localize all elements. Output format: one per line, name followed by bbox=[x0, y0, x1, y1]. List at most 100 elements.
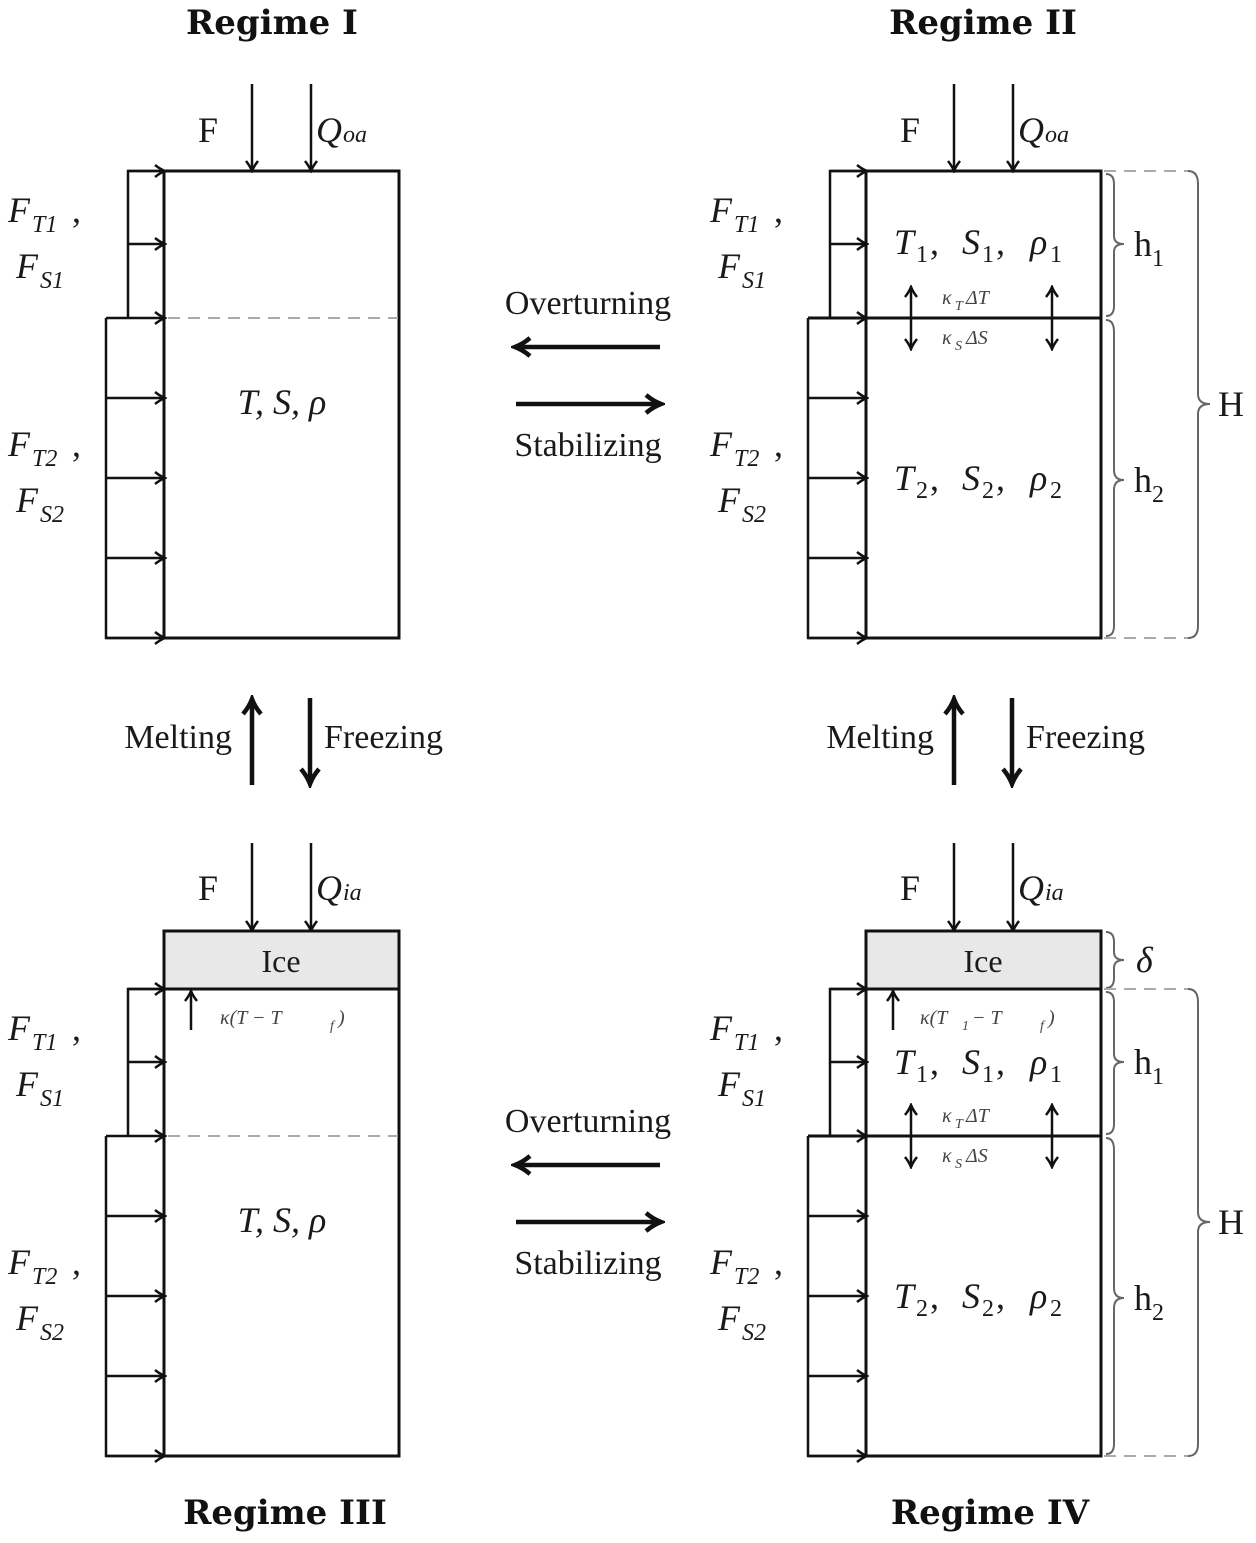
ice-label: Ice bbox=[261, 943, 300, 979]
inflow-label-part: F bbox=[717, 1064, 741, 1104]
inflow-label-part: S1 bbox=[40, 1086, 64, 1112]
freshwater-flux-label: F bbox=[900, 868, 920, 908]
inflow-label-part: F bbox=[717, 480, 741, 520]
state-part: 1 bbox=[1050, 242, 1062, 268]
state-part: 1 bbox=[916, 1062, 928, 1088]
state-part: ρ bbox=[1029, 222, 1047, 262]
inflow-label-part: F bbox=[709, 190, 733, 230]
total-depth-brace bbox=[1187, 988, 1211, 1457]
upper-layer-state: T 1 , S 1 , ρ 1 bbox=[894, 222, 1062, 268]
inflow-label-part: F bbox=[7, 424, 31, 464]
freshwater-flux-label: F bbox=[198, 110, 218, 150]
inflow-label-part: , bbox=[774, 424, 783, 464]
inflow-label-part: F bbox=[7, 190, 31, 230]
mixing-part: κ bbox=[942, 287, 952, 309]
lower-inflow-label: F T2 , F S2 bbox=[709, 1242, 783, 1346]
state-separator: , bbox=[996, 458, 1005, 498]
state-part: 2 bbox=[916, 478, 928, 504]
regime-3-title: Regime III bbox=[183, 1493, 387, 1533]
h2-brace bbox=[1105, 319, 1125, 637]
inflow-label-part: F bbox=[709, 1242, 733, 1282]
regime-2-panel: Regime II F Q oa F T1 , F S1 F T2 , bbox=[709, 3, 1244, 638]
inflow-label-part: F bbox=[15, 1298, 39, 1338]
heat-flux-sub: oa bbox=[1045, 122, 1069, 148]
transition-top: Overturning Stabilizing bbox=[505, 285, 671, 464]
mixing-part: ΔS bbox=[965, 327, 988, 349]
inflow-label-part: , bbox=[774, 1242, 783, 1282]
transition-right: Melting Freezing bbox=[826, 698, 1145, 785]
state-part: 1 bbox=[1050, 1062, 1062, 1088]
mixing-salt-label: κ S ΔS bbox=[942, 327, 988, 354]
transition-left: Melting Freezing bbox=[124, 698, 443, 785]
overturning-label: Overturning bbox=[505, 285, 671, 322]
mixing-part: S bbox=[955, 339, 962, 354]
state-part: 1 bbox=[982, 242, 994, 268]
inflow-label-part: F bbox=[709, 1008, 733, 1048]
ice-flux-part: f bbox=[1040, 1019, 1046, 1034]
inflow-label-part: , bbox=[72, 1242, 81, 1282]
mixing-salt-label: κ S ΔS bbox=[942, 1145, 988, 1172]
state-part: T bbox=[894, 1276, 917, 1316]
lower-layer-state: T 2 , S 2 , ρ 2 bbox=[894, 458, 1062, 504]
heat-flux-main: Q bbox=[1018, 110, 1044, 150]
h1-label: h 1 bbox=[1134, 224, 1164, 272]
heat-flux-main: Q bbox=[1018, 868, 1044, 908]
state-separator: , bbox=[996, 1276, 1005, 1316]
state-part: ρ bbox=[1029, 458, 1047, 498]
inflow-label-part: T2 bbox=[734, 1264, 759, 1290]
brace-label-part: h bbox=[1134, 224, 1152, 264]
state-variables-label: T, S, ρ bbox=[238, 382, 327, 422]
state-part: S bbox=[962, 1042, 980, 1082]
lower-inflow-label: F T2 , F S2 bbox=[709, 424, 783, 528]
state-part: 2 bbox=[916, 1296, 928, 1322]
state-part: 1 bbox=[982, 1062, 994, 1088]
upper-inflow-label: F T1 , F S1 bbox=[709, 1008, 783, 1112]
brace-label-part: h bbox=[1134, 1042, 1152, 1082]
lower-layer-state: T 2 , S 2 , ρ 2 bbox=[894, 1276, 1062, 1322]
freezing-label: Freezing bbox=[324, 719, 443, 756]
ice-heat-flux-label: κ(T − T f ) bbox=[220, 1007, 345, 1034]
inflow-label-part: F bbox=[15, 480, 39, 520]
state-part: ρ bbox=[1029, 1276, 1047, 1316]
inflow-label-part: , bbox=[774, 190, 783, 230]
ice-label: Ice bbox=[963, 943, 1002, 979]
heat-flux-sub: oa bbox=[343, 122, 367, 148]
heat-flux-label: Q oa bbox=[316, 110, 367, 150]
inflow-label-part: F bbox=[7, 1008, 31, 1048]
inflow-label-part: S2 bbox=[40, 1320, 64, 1346]
h1-brace bbox=[1105, 991, 1125, 1135]
ice-thickness-label: δ bbox=[1136, 940, 1154, 980]
upper-inflow-label: F T1 , F S1 bbox=[7, 1008, 81, 1112]
state-separator: , bbox=[930, 1276, 939, 1316]
stabilizing-label: Stabilizing bbox=[514, 427, 661, 464]
state-part: ρ bbox=[1029, 1042, 1047, 1082]
inflow-label-part: T1 bbox=[734, 1030, 759, 1056]
brace-label-part: 1 bbox=[1152, 246, 1164, 272]
brace-label-part: 2 bbox=[1152, 1300, 1164, 1326]
state-separator: , bbox=[996, 1042, 1005, 1082]
ice-layer bbox=[162, 929, 401, 991]
inflow-label-part: F bbox=[15, 1064, 39, 1104]
stabilizing-label: Stabilizing bbox=[514, 1245, 661, 1282]
regime-4-title: Regime IV bbox=[891, 1493, 1090, 1533]
ice-thickness-brace bbox=[1105, 931, 1125, 989]
mixing-part: κ bbox=[942, 327, 952, 349]
regime-3-panel: F Q ia Ice κ(T − T f ) F T1 , F S1 bbox=[7, 843, 401, 1533]
upper-inflow-label: F T1 , F S1 bbox=[709, 190, 783, 294]
upper-inflow-label: F T1 , F S1 bbox=[7, 190, 81, 294]
mixing-part: ΔT bbox=[965, 1105, 991, 1127]
heat-flux-label: Q oa bbox=[1018, 110, 1069, 150]
regime-2-title: Regime II bbox=[889, 3, 1077, 43]
brace-label-part: h bbox=[1134, 460, 1152, 500]
inflow-label-part: , bbox=[72, 1008, 81, 1048]
state-part: 2 bbox=[982, 478, 994, 504]
inflow-label-part: , bbox=[72, 190, 81, 230]
inflow-label-part: F bbox=[717, 246, 741, 286]
overturning-label: Overturning bbox=[505, 1103, 671, 1140]
ice-flux-part: f bbox=[330, 1019, 336, 1034]
lower-inflow-label: F T2 , F S2 bbox=[7, 1242, 81, 1346]
state-part: 2 bbox=[982, 1296, 994, 1322]
state-separator: , bbox=[996, 222, 1005, 262]
heat-flux-label: Q ia bbox=[1018, 868, 1064, 908]
ice-heat-flux-label: κ(T 1 − T f ) bbox=[920, 1007, 1055, 1034]
